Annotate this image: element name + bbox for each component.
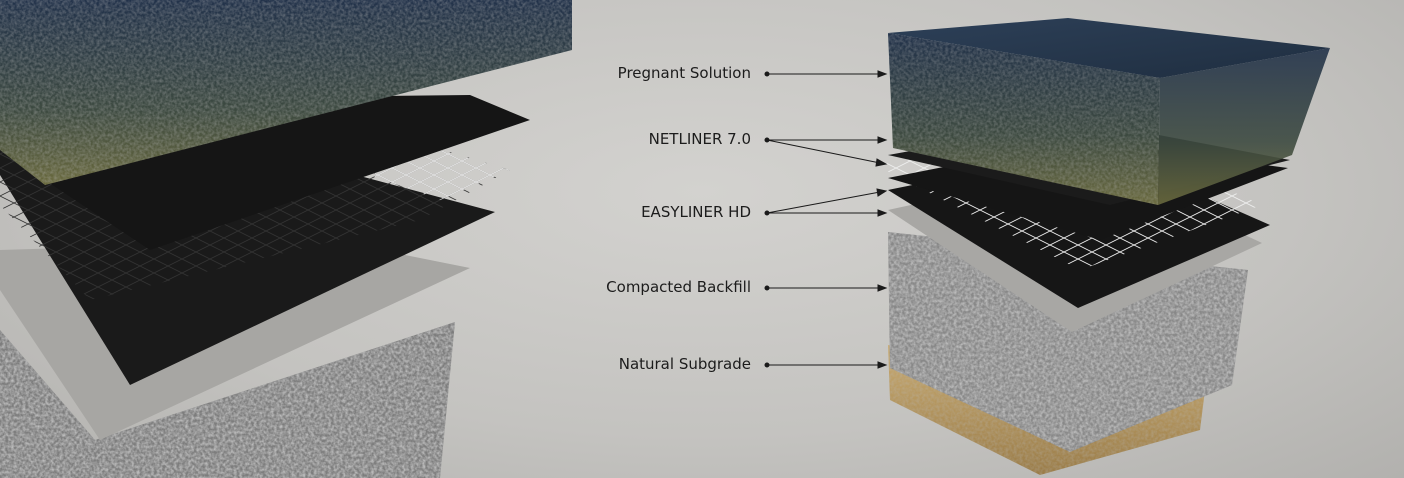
label-pregnant-solution: Pregnant Solution [617,64,751,82]
closeup-backfill [0,322,455,478]
closeup-pregnant-solution [0,0,572,185]
leader-lines [764,70,888,369]
pregnant-solution-block [888,18,1330,205]
label-easyliner: EASYLINER HD [641,203,751,221]
exploded-stack [875,18,1330,475]
label-netliner: NETLINER 7.0 [648,130,751,148]
label-compacted-backfill: Compacted Backfill [606,278,751,296]
closeup-view [0,0,572,478]
label-natural-subgrade: Natural Subgrade [618,355,751,373]
